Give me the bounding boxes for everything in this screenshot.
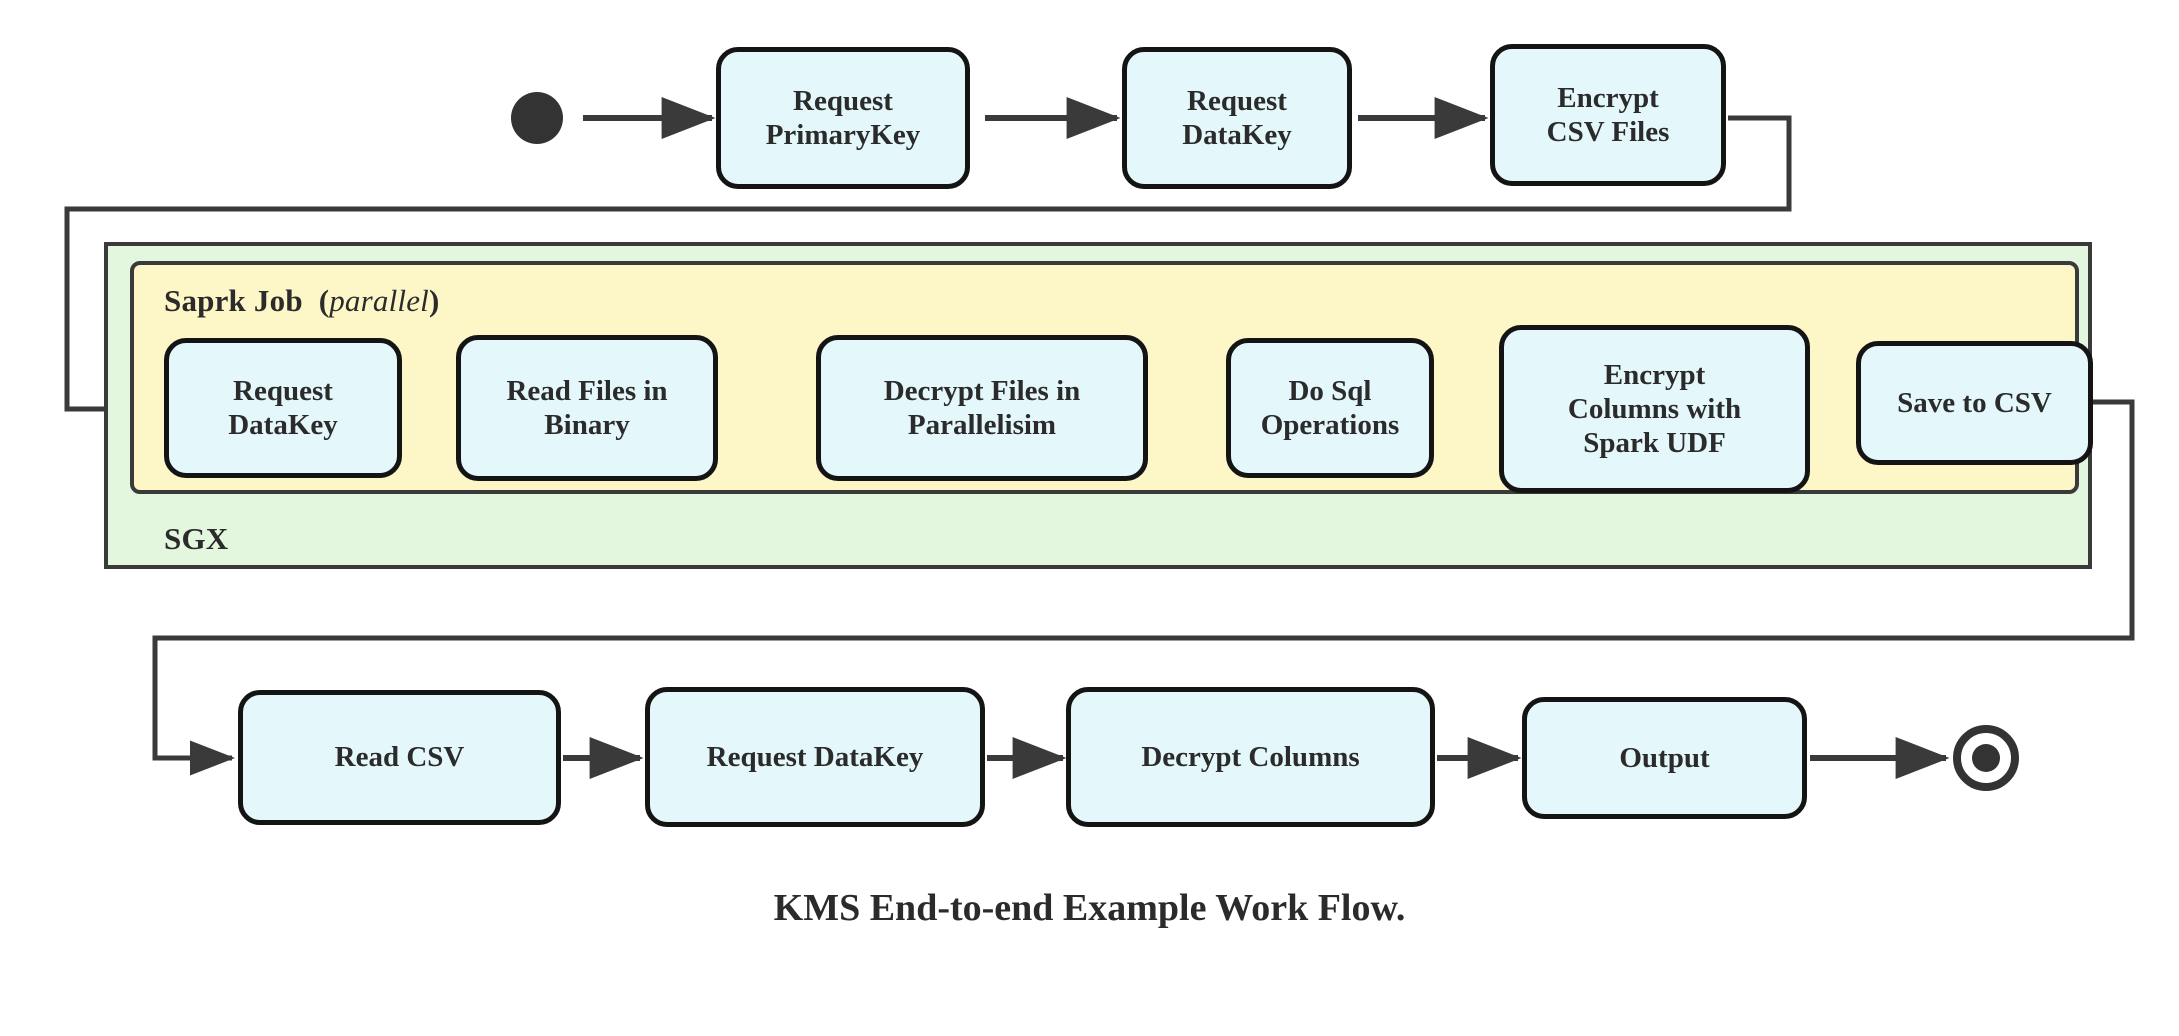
node-request-datakey-spark[interactable]: Request DataKey (164, 338, 402, 478)
node-request-datakey-top-line-1: Request (1187, 84, 1287, 117)
sgx-label: SGX (164, 521, 229, 556)
node-do-sql-operations-line-1: Do Sql (1288, 374, 1372, 407)
node-request-datakey-spark-line-2: DataKey (228, 409, 338, 441)
node-save-to-csv-line-1: Save to CSV (1897, 386, 2052, 419)
final-state-node (1953, 725, 2019, 791)
node-request-datakey-bottom[interactable]: Request DataKey (645, 687, 985, 827)
node-decrypt-columns[interactable]: Decrypt Columns (1066, 687, 1435, 827)
node-encrypt-columns-with-spark-udf[interactable]: Encrypt Columns with Spark UDF (1499, 325, 1810, 493)
node-read-csv[interactable]: Read CSV (238, 690, 561, 825)
spark-job-label-text: Saprk Job (164, 283, 303, 318)
final-state-inner-dot (1972, 744, 2000, 772)
node-decrypt-columns-line-1: Decrypt Columns (1141, 740, 1360, 773)
spark-job-open-paren: ( (318, 283, 330, 318)
node-encrypt-columns-line-3: Spark UDF (1583, 427, 1726, 460)
node-output-line-1: Output (1619, 741, 1710, 774)
node-encrypt-csv-files-line-2: CSV Files (1546, 116, 1670, 148)
spark-job-qualifier: parallel (329, 283, 429, 318)
node-encrypt-csv-files-line-1: Encrypt (1557, 81, 1659, 114)
node-read-files-in-binary-line-1: Read Files in (506, 374, 668, 407)
node-do-sql-operations-line-2: Operations (1260, 409, 1400, 441)
node-request-datakey-bottom-line-1: Request DataKey (706, 740, 924, 773)
node-save-to-csv[interactable]: Save to CSV (1856, 341, 2093, 465)
node-encrypt-columns-line-1: Encrypt (1603, 358, 1706, 391)
node-read-files-in-binary[interactable]: Read Files in Binary (456, 335, 718, 481)
node-request-datakey-spark-line-1: Request (233, 374, 333, 407)
node-read-csv-line-1: Read CSV (334, 741, 465, 774)
node-request-primarykey-line-1: Request (793, 84, 893, 117)
node-decrypt-files-line-2: Parallelisim (907, 409, 1057, 441)
node-output[interactable]: Output (1522, 697, 1807, 819)
node-request-datakey-top[interactable]: Request DataKey (1122, 47, 1352, 189)
node-encrypt-csv-files[interactable]: Encrypt CSV Files (1490, 44, 1726, 186)
spark-job-close-paren: ) (428, 283, 440, 318)
node-request-primarykey[interactable]: Request PrimaryKey (716, 47, 970, 189)
spark-job-label: Saprk Job (parallel) (164, 283, 440, 319)
diagram-caption: KMS End-to-end Example Work Flow. (773, 887, 1406, 929)
node-decrypt-files-line-1: Decrypt Files in (883, 374, 1081, 407)
node-decrypt-files-in-parallelisim[interactable]: Decrypt Files in Parallelisim (816, 335, 1148, 481)
node-encrypt-columns-line-2: Columns with (1567, 392, 1742, 425)
node-request-datakey-top-line-2: DataKey (1182, 119, 1292, 151)
node-do-sql-operations[interactable]: Do Sql Operations (1226, 338, 1434, 478)
node-read-files-in-binary-line-2: Binary (544, 409, 630, 441)
node-request-primarykey-line-2: PrimaryKey (765, 119, 921, 151)
start-state-node (511, 92, 563, 144)
